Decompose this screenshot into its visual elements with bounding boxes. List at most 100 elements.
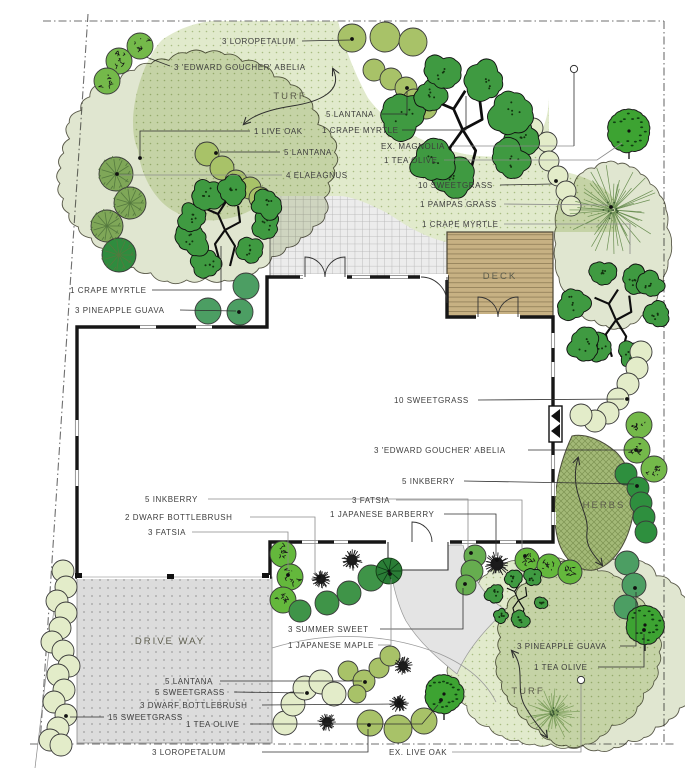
abelia-circle[interactable] xyxy=(105,47,133,75)
sweetgrass-circle[interactable] xyxy=(49,733,73,757)
label-elaeagnus[interactable]: 4 ELAEAGNUS xyxy=(286,171,348,180)
label-live-oak[interactable]: 1 LIVE OAK xyxy=(254,127,303,136)
label-fatsia-left[interactable]: 3 FATSIA xyxy=(148,528,186,537)
label-sweetgrass-right[interactable]: 10 SWEETGRASS xyxy=(394,396,469,405)
label-crape-myrtle-right[interactable]: 1 CRAPE MYRTLE xyxy=(422,220,498,229)
window-symbol xyxy=(352,274,370,280)
label-inkberry-right[interactable]: 5 INKBERRY xyxy=(402,477,455,486)
label-summer-sweet[interactable]: 3 SUMMER SWEET xyxy=(288,625,369,634)
window-symbol xyxy=(550,362,556,377)
label-deck[interactable]: DECK xyxy=(483,271,517,282)
window-symbol xyxy=(550,482,556,496)
japanese-barberry-symbol[interactable] xyxy=(485,551,509,576)
pineapple-guava-circle[interactable] xyxy=(232,272,260,300)
fatsia-circle[interactable] xyxy=(536,553,562,579)
label-abelia-right[interactable]: 3 'EDWARD GOUCHER' ABELIA xyxy=(374,446,506,455)
label-guava-left[interactable]: 3 PINEAPPLE GUAVA xyxy=(75,306,165,315)
label-crape-myrtle-left[interactable]: 1 CRAPE MYRTLE xyxy=(70,286,146,295)
label-loropetalum-top[interactable]: 3 LOROPETALUM xyxy=(222,37,296,46)
abelia-circle[interactable] xyxy=(640,455,668,483)
label-bottlebrush-2[interactable]: 2 DWARF BOTTLEBRUSH xyxy=(125,513,233,522)
window-symbol xyxy=(196,324,212,330)
crape-myrtle-symbol[interactable] xyxy=(483,567,549,629)
annotations: 3 LOROPETALUM 3 'EDWARD GOUCHER' ABELIA TU… xyxy=(64,37,646,757)
label-tea-olive-top[interactable]: 1 TEA OLIVE xyxy=(384,156,437,165)
bay-window-symbol xyxy=(548,405,563,443)
sweetgrass-circle[interactable] xyxy=(321,681,347,707)
summer-sweet-circle[interactable] xyxy=(314,590,340,616)
house-outline[interactable] xyxy=(74,256,563,579)
window-symbol xyxy=(550,455,556,469)
label-herbs[interactable]: HERBS xyxy=(583,500,626,511)
label-maple[interactable]: 1 JAPANESE MAPLE xyxy=(288,641,374,650)
lantana-circle[interactable] xyxy=(379,645,401,667)
label-sweetgrass-bottom[interactable]: 5 SWEETGRASS xyxy=(155,688,225,697)
loropetalum-circle[interactable] xyxy=(369,21,401,53)
sweetgrass-circle[interactable] xyxy=(560,195,582,217)
abelia-circle[interactable] xyxy=(126,32,154,60)
dwarf-bottlebrush-symbol[interactable] xyxy=(341,549,363,571)
lantana-circle[interactable] xyxy=(347,684,367,704)
summer-sweet-circle[interactable] xyxy=(288,599,312,623)
elaeagnus-circle[interactable] xyxy=(101,236,137,273)
inkberry-circle[interactable] xyxy=(634,520,658,544)
crape-myrtle-symbol[interactable] xyxy=(557,261,670,367)
loropetalum-circle[interactable] xyxy=(383,714,413,744)
label-loropetalum-bottom[interactable]: 3 LOROPETALUM xyxy=(152,748,226,757)
label-driveway[interactable]: DRIVE WAY xyxy=(135,636,205,647)
fatsia-circle[interactable] xyxy=(269,540,297,568)
label-tea-olive-right[interactable]: 1 TEA OLIVE xyxy=(534,663,587,672)
label-lantana-top[interactable]: 5 LANTANA xyxy=(326,110,374,119)
label-barberry[interactable]: 1 JAPANESE BARBERRY xyxy=(330,510,435,519)
dwarf-bottlebrush-symbol[interactable] xyxy=(311,570,331,589)
fatsia-circle[interactable] xyxy=(557,559,583,585)
label-sweetgrass-15[interactable]: 15 SWEETGRASS xyxy=(108,713,183,722)
summer-sweet-circle[interactable] xyxy=(336,580,362,606)
loropetalum-circle[interactable] xyxy=(410,707,438,735)
abelia-circle[interactable] xyxy=(625,411,653,439)
japanese-maple-symbol[interactable] xyxy=(375,557,403,585)
label-turf-bottom[interactable]: TURF xyxy=(511,686,544,697)
label-guava-bottom[interactable]: 3 PINEAPPLE GUAVA xyxy=(517,642,607,651)
pineapple-guava-circle[interactable] xyxy=(614,550,640,576)
elaeagnus-circle[interactable] xyxy=(113,185,147,220)
walkway-path[interactable] xyxy=(271,544,507,703)
label-lantana-bottom[interactable]: 5 LANTANA xyxy=(165,677,213,686)
door-symbols xyxy=(303,256,520,571)
elaeagnus-circle[interactable] xyxy=(90,208,124,243)
fatsia-circle[interactable] xyxy=(276,563,304,591)
window-symbol xyxy=(390,274,408,280)
crape-myrtle-symbol[interactable] xyxy=(174,173,283,279)
window-symbol xyxy=(74,420,80,436)
sweetgrass-circle[interactable] xyxy=(569,403,593,427)
label-abelia-top[interactable]: 3 'EDWARD GOUCHER' ABELIA xyxy=(174,63,306,72)
label-crape-myrtle-top[interactable]: 1 CRAPE MYRTLE xyxy=(322,126,398,135)
label-lantana-mid[interactable]: 5 LANTANA xyxy=(284,148,332,157)
loropetalum-circle[interactable] xyxy=(398,27,428,57)
label-pampas[interactable]: 1 PAMPAS GRASS xyxy=(420,200,497,209)
label-ex-magnolia[interactable]: EX. MAGNOLIA xyxy=(381,142,445,151)
sweetgrass-circle[interactable] xyxy=(536,131,558,153)
fatsia-circle[interactable] xyxy=(514,547,540,573)
loropetalum-circle[interactable] xyxy=(356,709,384,737)
label-fatsia-center[interactable]: 3 FATSIA xyxy=(352,496,390,505)
label-sweetgrass-top[interactable]: 10 SWEETGRASS xyxy=(418,181,493,190)
plan-layers: 3 LOROPETALUM 3 'EDWARD GOUCHER' ABELIA TU… xyxy=(30,8,685,769)
window-symbol xyxy=(462,539,476,545)
pineapple-guava-circle[interactable] xyxy=(621,572,647,598)
label-inkberry-left[interactable]: 5 INKBERRY xyxy=(145,495,198,504)
abelia-circle[interactable] xyxy=(93,67,121,95)
tea-olive-symbol[interactable] xyxy=(607,108,651,159)
dwarf-bottlebrush-symbol[interactable] xyxy=(317,713,336,732)
tea-olive-symbol[interactable] xyxy=(424,674,465,720)
label-ex-live-oak[interactable]: EX. LIVE OAK xyxy=(389,748,447,757)
white-strip-top-right xyxy=(549,8,668,170)
label-tea-olive-bottom[interactable]: 1 TEA OLIVE xyxy=(186,720,239,729)
driveway-area[interactable] xyxy=(76,576,273,744)
window-symbol xyxy=(74,470,80,486)
label-bottlebrush-bottom[interactable]: 3 DWARF BOTTLEBRUSH xyxy=(140,701,248,710)
dwarf-bottlebrush-symbol[interactable] xyxy=(394,656,413,675)
label-turf-top[interactable]: TURF xyxy=(273,91,306,102)
